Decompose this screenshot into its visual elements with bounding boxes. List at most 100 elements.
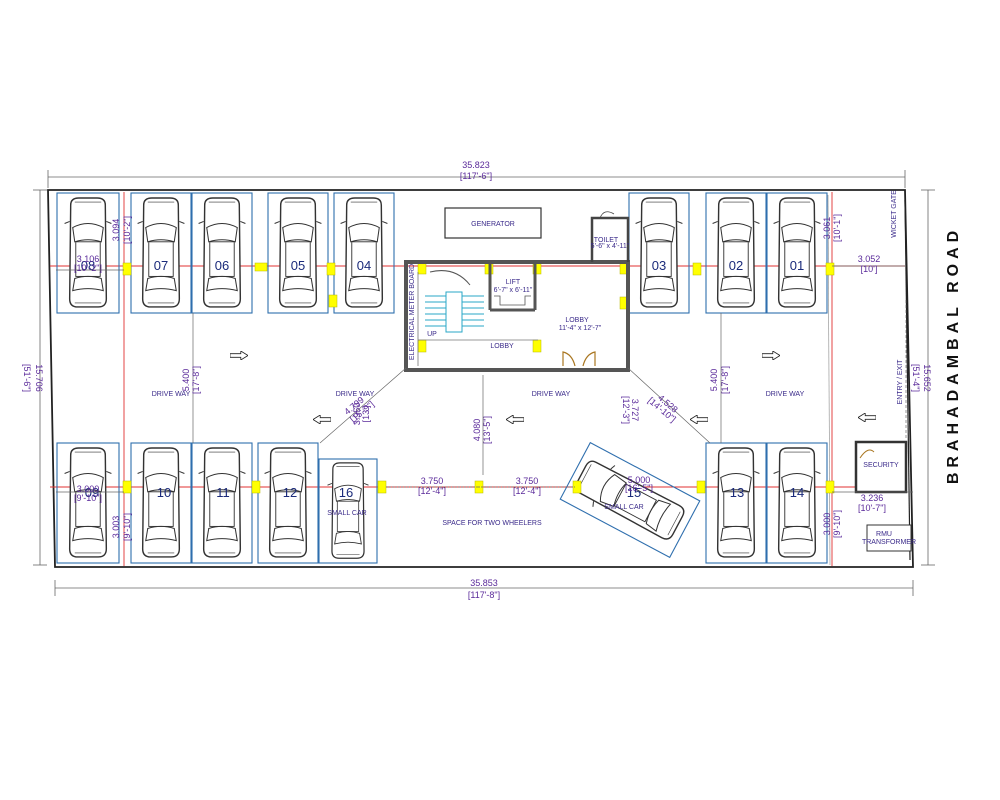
top-parking-row: 08 07 06 05 04 03 02 [56,192,828,314]
bay-03[interactable]: 03 [628,192,690,314]
interior-dimensions [56,265,913,493]
electrical-meter-board-label: ELECTRICAL METER BOARD [409,264,416,360]
small-car-label-15: SMALL CAR [604,504,643,511]
car08-side-ft: [10'-2"] [122,216,132,244]
bay-13[interactable]: 13 [705,442,767,564]
top-width-metric: 35.823 [462,160,490,170]
arrow-right-icon [762,351,780,360]
staircase [425,270,484,333]
inner-boundary-line [827,194,831,566]
bay-05[interactable]: 05 [267,192,329,314]
car14-side-ft: [9'-10"] [832,510,842,538]
car01-side-ft: [10'-1"] [832,214,842,242]
bottom-right-gap-metric: 3.236 [861,493,884,503]
right-height-metric: 15.652 [922,364,932,392]
arrow-left-icon [506,415,524,424]
bay-08[interactable]: 08 [56,192,120,314]
left-drive-depth: 5.400 [181,369,191,392]
right-drive-depth: 5.400 [709,369,719,392]
bay-02[interactable]: 02 [705,192,767,314]
bay-number-07: 07 [154,258,168,273]
drive-way-center-label: DRIVE WAY [532,391,571,398]
up-label: UP [427,331,437,338]
security-label: SECURITY [863,462,899,469]
rmu-label: RMU [876,531,892,538]
gap-b-feet: [12'-4"] [513,486,541,496]
gap-b-metric: 3.750 [516,476,539,486]
bay-11[interactable]: 11 [191,442,253,564]
top-right-gap-metric: 3.052 [858,254,881,264]
car14-side: 3.000 [822,513,832,536]
road-name: BRAHADAMBAL ROAD [945,226,962,484]
diagonal-left2-dim-ft: [13'] [361,406,371,423]
bay-16[interactable]: 16 SMALL CAR [318,458,378,564]
center-drive-depth: 4.080 [472,419,482,442]
lobby-small-label: LOBBY [490,343,514,350]
site-boundary [47,189,914,568]
left-height-metric: 15.706 [34,364,44,392]
arrow-left-icon [690,415,708,424]
gap-a-feet: [12'-4"] [418,486,446,496]
bottom-parking-row: 09 10 11 12 16 SMALL CAR 13 [56,442,828,564]
diagonal-right2-dim-ft: [12'-3"] [621,396,631,424]
bottom-dimension [54,580,914,596]
bay-number-09: 09 [85,485,99,500]
arrow-left-icon [313,415,331,424]
core-block [404,260,630,372]
center-drive-depth-ft: [13'-5"] [482,416,492,444]
entry-exit-label: ENTRY / EXIT [897,359,904,405]
top-right-gap-feet: [10'] [861,264,878,274]
right-wall [904,199,911,561]
bay-15[interactable]: 15 SMALL CAR [559,441,701,559]
bay-number-08: 08 [81,258,95,273]
top-dimension [47,170,906,188]
car09-width: 3.000 [77,484,100,494]
toilet-room: TOILET 5'-6" x 4'-11" [591,211,630,262]
car08-side: 3.094 [111,219,121,242]
generator-label: GENERATOR [471,221,515,228]
lift-size: 6'-7" x 6'-11" [494,287,533,294]
generator-room: GENERATOR [444,207,542,239]
lobby-main-label: LOBBY [565,317,589,324]
drive-way-center-left-label: DRIVE WAY [336,391,375,398]
bay-06[interactable]: 06 [191,192,253,314]
bay-07[interactable]: 07 [130,192,192,314]
drive-way-left-label: DRIVE WAY [152,391,191,398]
bay-10[interactable]: 10 [130,442,192,564]
bay-number-10: 10 [157,485,171,500]
lobby-door[interactable] [562,351,596,367]
bottom-width-feet: [117'-8"] [468,590,500,600]
bay-number-14: 14 [790,485,804,500]
bay-number-06: 06 [215,258,229,273]
wicket-gate-label: WICKET GATE [891,190,898,238]
bay-04[interactable]: 04 [333,192,395,314]
car01-side: 3.061 [822,217,832,240]
bay-14[interactable]: 14 [766,442,828,564]
bay-12[interactable]: 12 [257,442,319,564]
bay-number-15: 15 [627,485,641,500]
security-room: SECURITY [854,440,908,494]
bottom-right-gap-feet: [10'-7"] [858,503,886,513]
left-drive-depth-ft: [17'-8"] [191,366,201,394]
bay-number-02: 02 [729,258,743,273]
car15-width: 5.000 [628,475,651,485]
car15-width-ft: [16'-5"] [625,483,653,493]
arrow-right-icon [230,351,248,360]
bay-number-04: 04 [357,258,371,273]
car09-side: 3.003 [111,516,121,539]
car08-width-ft: [10'-2"] [74,263,102,273]
bay-number-05: 05 [291,258,305,273]
bay-09[interactable]: 09 [56,442,120,564]
car09-width-ft: [9'-10"] [74,493,102,503]
left-height-feet: [51'-6"] [22,364,32,392]
bay-number-16: 16 [339,485,353,500]
diagonal-right2-dim: 3.727 [630,399,640,422]
transformer-label: TRANSFORMER [862,539,916,546]
car08-width: 3.106 [77,254,100,264]
bay-01[interactable]: 01 [766,192,828,314]
bay-number-13: 13 [730,485,744,500]
bay-number-11: 11 [216,485,230,500]
toilet-label: TOILET [594,237,619,244]
right-drive-depth-ft: [17'-8"] [720,366,730,394]
